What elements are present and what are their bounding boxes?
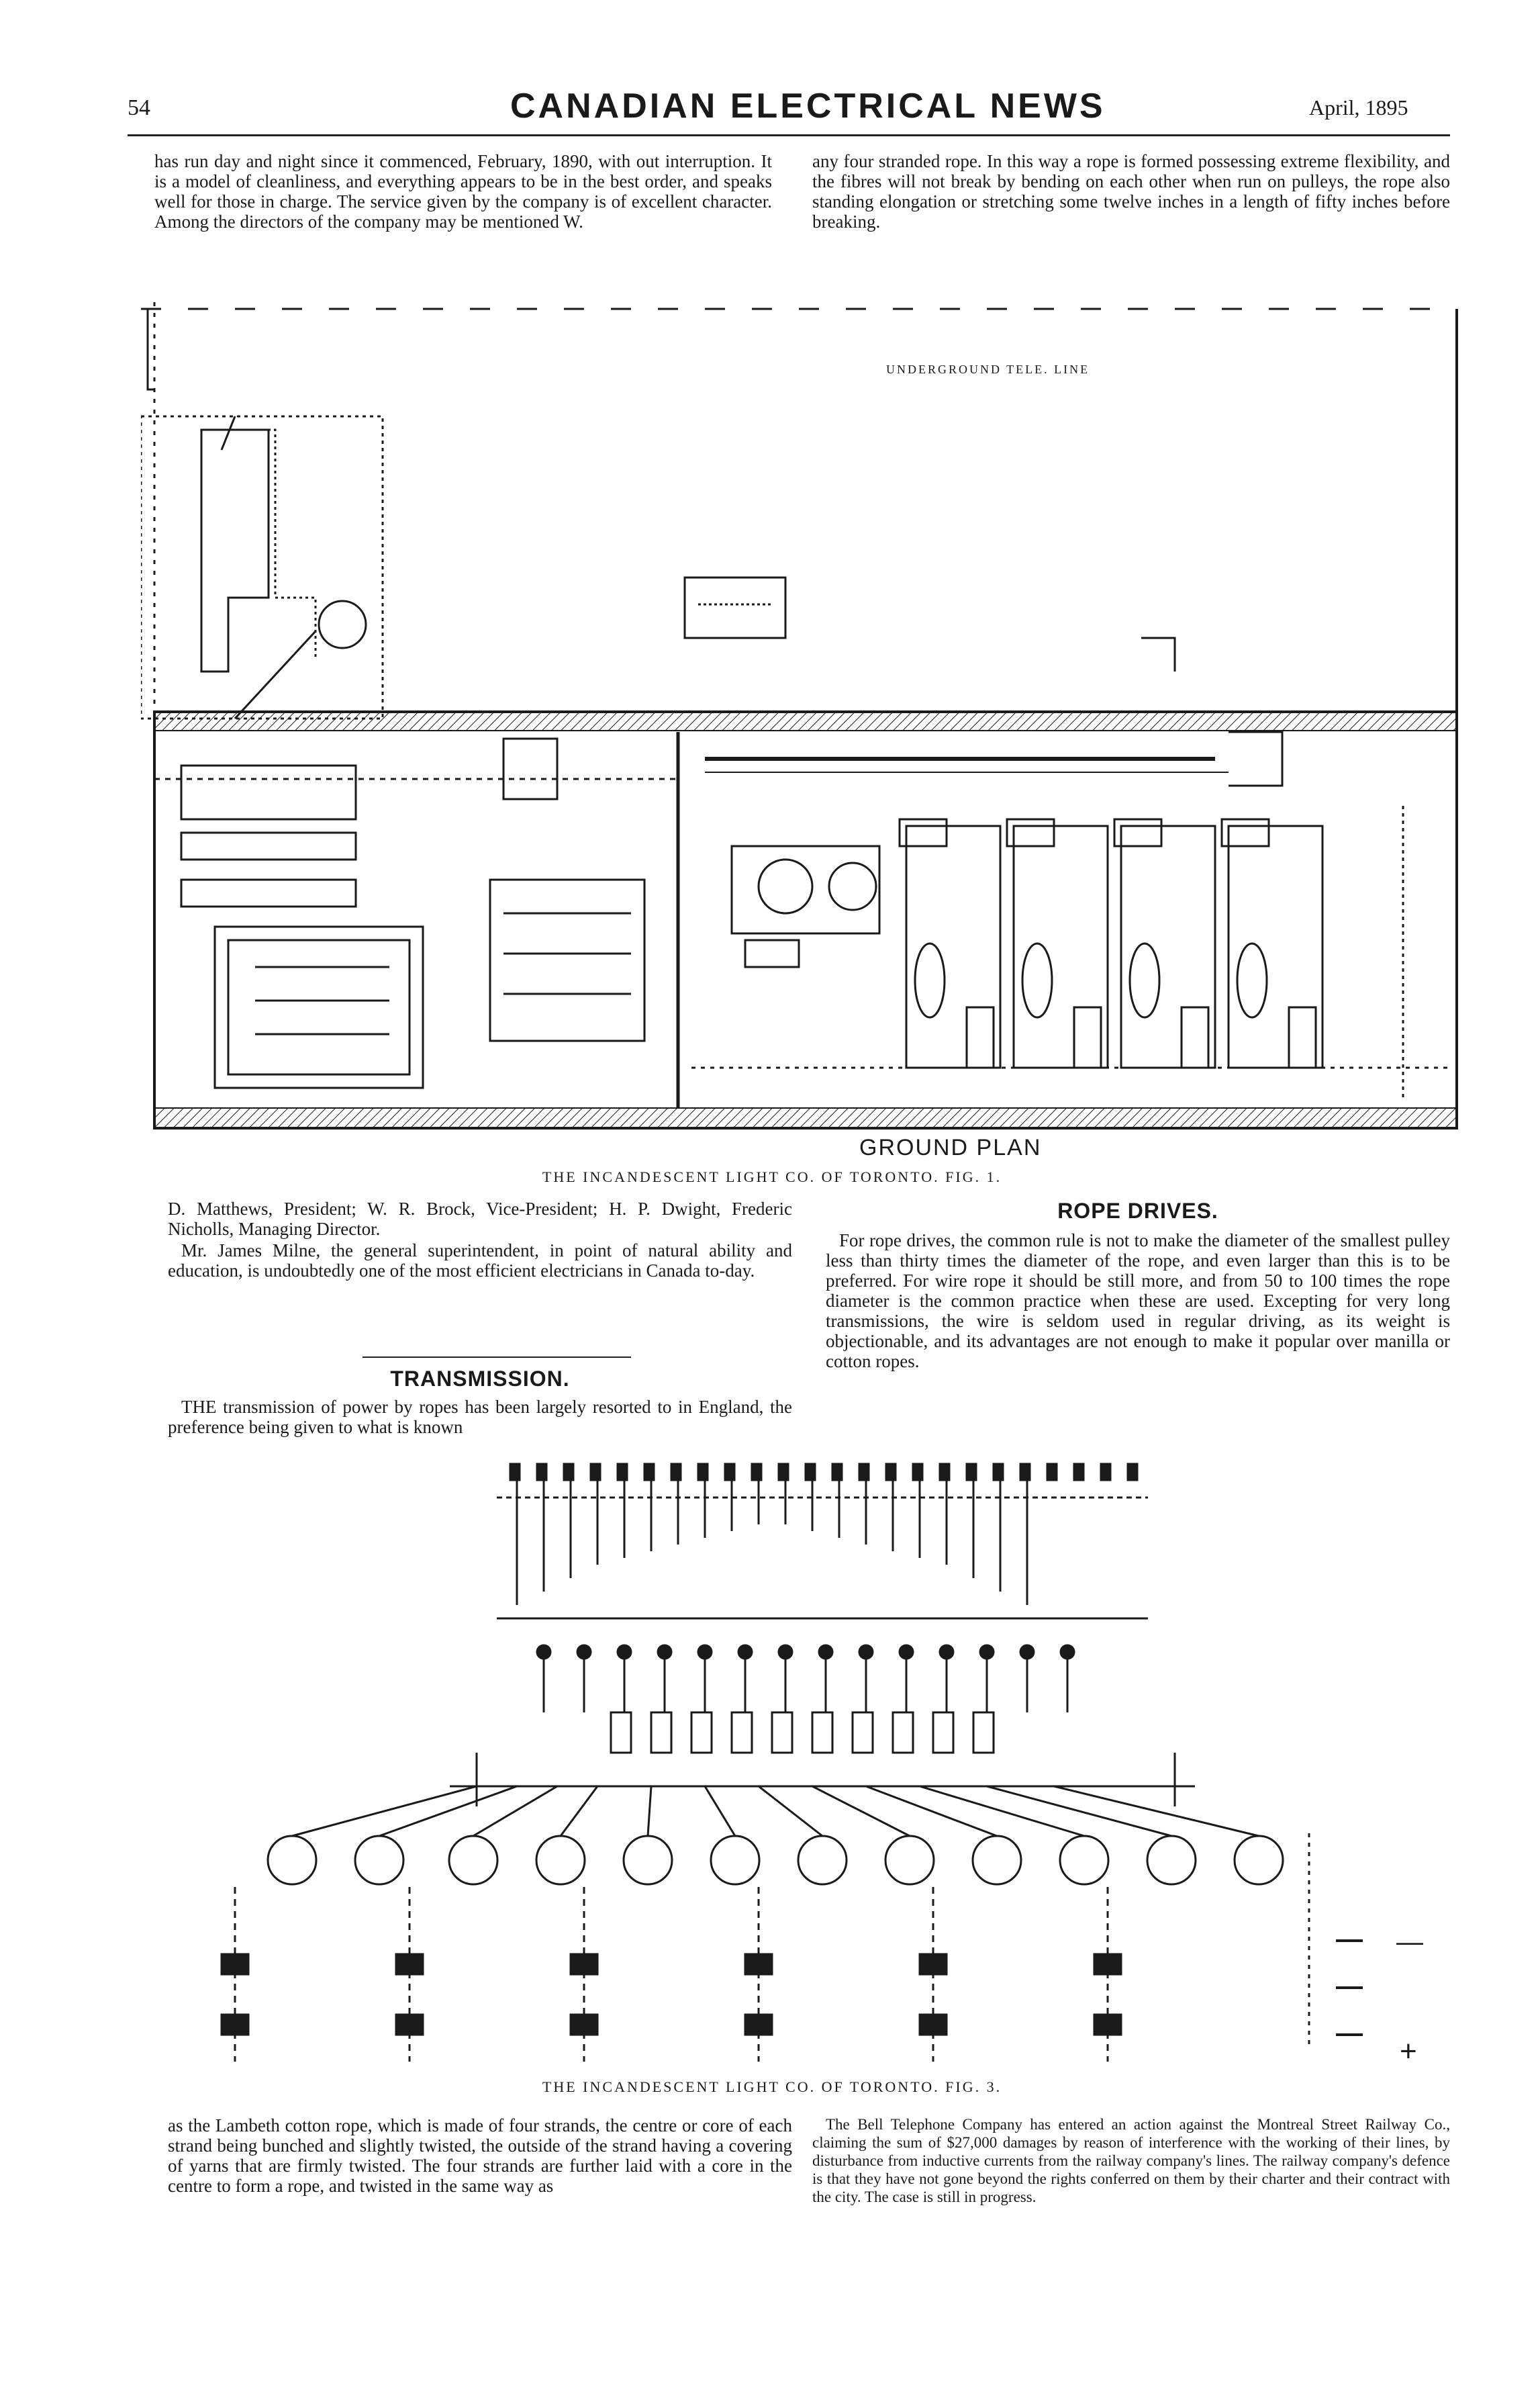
top-left-column: has run day and night since it commenced… bbox=[154, 151, 772, 233]
ground-plan-title: GROUND PLAN bbox=[859, 1135, 1042, 1160]
mid-left-column: D. Matthews, President; W. R. Brock, Vic… bbox=[168, 1199, 792, 1282]
bottom-right-column: The Bell Telephone Company has entered a… bbox=[812, 2115, 1450, 2206]
underground-line-label: UNDERGROUND TELE. LINE bbox=[886, 363, 1090, 376]
figure3-caption: THE INCANDESCENT LIGHT CO. OF TORONTO. F… bbox=[542, 2078, 1002, 2095]
section-rule bbox=[363, 1356, 631, 1358]
minus-terminal-label: — bbox=[1396, 1927, 1423, 1957]
plus-terminal-label: + bbox=[1400, 2035, 1417, 2068]
rope-drives-column: For rope drives, the common rule is not … bbox=[826, 1230, 1450, 1373]
bottom-left-column: as the Lambeth cotton rope, which is mad… bbox=[168, 2115, 792, 2197]
journal-title: CANADIAN ELECTRICAL NEWS bbox=[510, 87, 1106, 126]
transmission-column: THE transmission of power by ropes has b… bbox=[168, 1397, 792, 1438]
page-number: 54 bbox=[128, 95, 150, 120]
issue-date: April, 1895 bbox=[1309, 95, 1408, 120]
directors-paragraph: D. Matthews, President; W. R. Brock, Vic… bbox=[168, 1199, 792, 1239]
bell-telephone-paragraph: The Bell Telephone Company has entered a… bbox=[812, 2116, 1450, 2205]
transmission-heading: TRANSMISSION. bbox=[390, 1367, 570, 1391]
rope-drives-paragraph: For rope drives, the common rule is not … bbox=[826, 1230, 1450, 1371]
top-right-paragraph: any four stranded rope. In this way a ro… bbox=[812, 151, 1450, 232]
rope-drives-heading: ROPE DRIVES. bbox=[1057, 1199, 1218, 1223]
figure1-caption: THE INCANDESCENT LIGHT CO. OF TORONTO. F… bbox=[542, 1168, 1002, 1185]
ground-plan-figure bbox=[141, 302, 1458, 1130]
top-left-paragraph: has run day and night since it commenced… bbox=[154, 151, 772, 232]
wiring-diagram-figure bbox=[220, 1463, 1363, 2062]
milne-paragraph: Mr. James Milne, the general superintend… bbox=[168, 1240, 792, 1281]
header-rule bbox=[128, 134, 1450, 136]
top-right-column: any four stranded rope. In this way a ro… bbox=[812, 151, 1450, 233]
transmission-paragraph: THE transmission of power by ropes has b… bbox=[168, 1397, 792, 1437]
lambeth-paragraph: as the Lambeth cotton rope, which is mad… bbox=[168, 2115, 792, 2196]
